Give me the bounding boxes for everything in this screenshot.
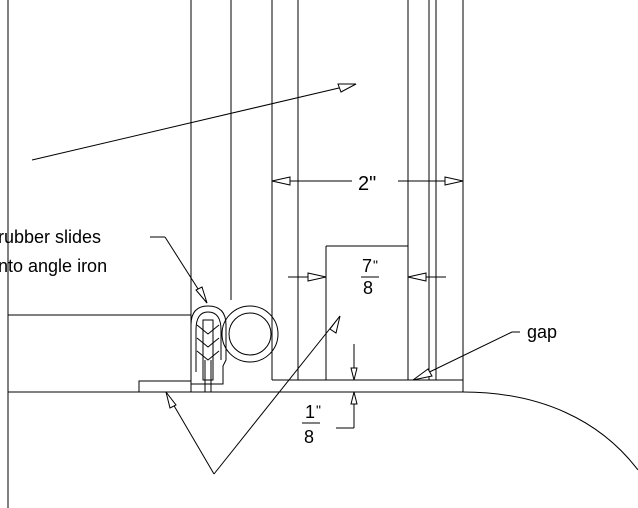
leader-top <box>31 83 357 161</box>
dimension-2in: 2" <box>271 163 464 195</box>
gap-callout: gap <box>412 322 557 381</box>
bottom-leaders <box>165 315 341 475</box>
seven-denominator: 8 <box>363 278 373 298</box>
dimension-seven-eighths: 7 " 8 <box>288 256 446 298</box>
angle-iron <box>138 360 212 393</box>
rubber-callout: rubber slides nto angle iron <box>0 227 208 304</box>
gap-label: gap <box>527 322 557 342</box>
one-inch-mark: " <box>316 402 321 418</box>
dimension-2in-label: 2" <box>358 173 376 195</box>
dimension-one-eighth: 1 " 8 <box>302 344 368 447</box>
rubber-label-line1: rubber slides <box>0 227 101 247</box>
seven-inch-mark: " <box>373 257 378 273</box>
rubber-label-line2: nto angle iron <box>0 256 107 276</box>
frame-lines <box>7 0 464 508</box>
one-numerator: 1 <box>305 402 315 422</box>
rubber-seal <box>190 305 279 385</box>
one-denominator: 8 <box>304 427 314 447</box>
door-curve <box>462 391 638 471</box>
seven-numerator: 7 <box>362 256 372 276</box>
